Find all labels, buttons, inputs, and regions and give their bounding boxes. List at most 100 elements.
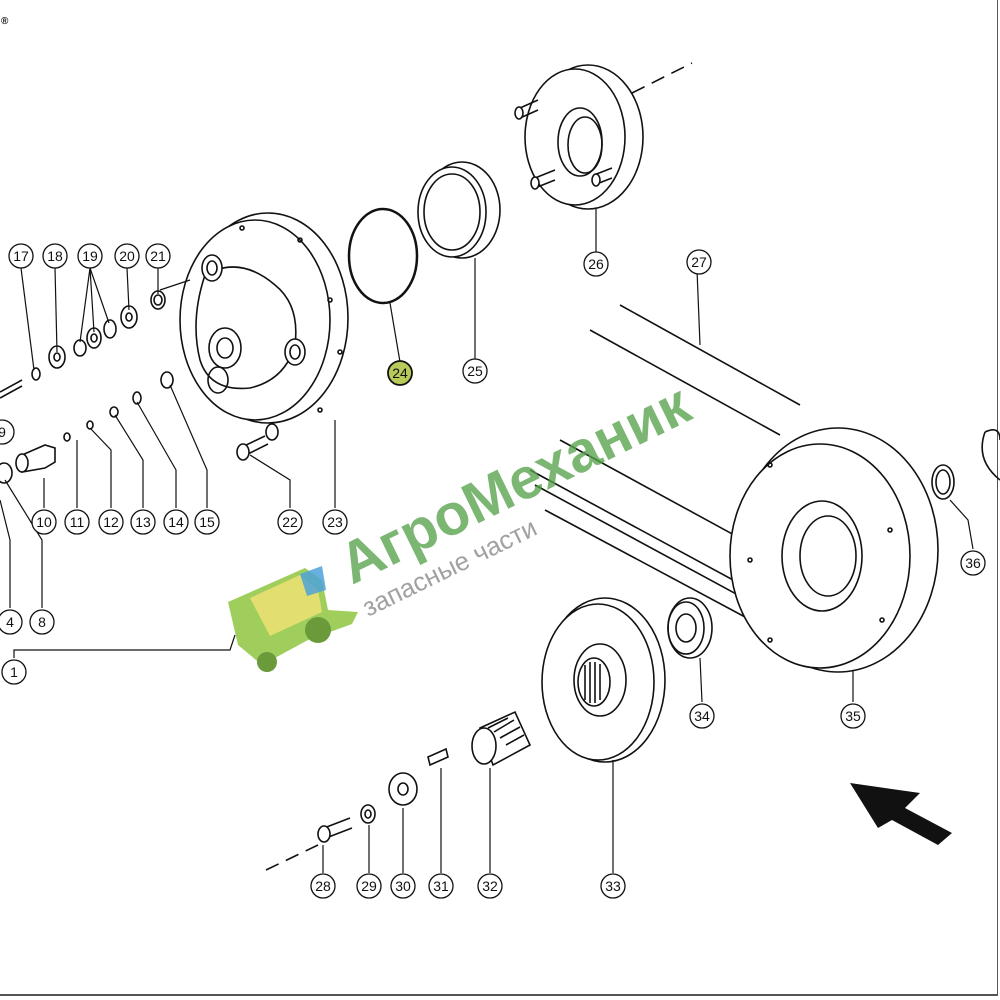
callout-number: 12 [103, 514, 119, 530]
callout-number: 20 [119, 248, 135, 264]
callout-circle [583, 251, 609, 277]
callout-number: 32 [482, 878, 498, 894]
callout-number: 17 [13, 248, 29, 264]
callout-23[interactable]: 23 [322, 509, 348, 535]
callout-circle [145, 243, 171, 269]
callout-circle [428, 873, 454, 899]
callout-number: 23 [327, 514, 343, 530]
callout-number: 22 [282, 514, 298, 530]
callout-circle [686, 249, 712, 275]
callout-circle [462, 358, 488, 384]
callout-circle [310, 873, 336, 899]
callout-31[interactable]: 31 [428, 873, 454, 899]
harvester-logo [228, 566, 358, 672]
callout-number: 10 [36, 514, 52, 530]
callout-circle [477, 873, 503, 899]
callout-number: 29 [361, 878, 377, 894]
callout-36[interactable]: 36 [960, 550, 986, 576]
callout-circle [98, 509, 124, 535]
callout-27[interactable]: 27 [686, 249, 712, 275]
callout-circle [0, 419, 15, 445]
callout-circle [64, 509, 90, 535]
callout-circle [390, 873, 416, 899]
callout-circle [29, 609, 55, 635]
callout-18[interactable]: 18 [42, 243, 68, 269]
callout-35[interactable]: 35 [840, 703, 866, 729]
part-24-o-ring [347, 207, 419, 305]
callout-circle [600, 873, 626, 899]
callout-circle [114, 243, 140, 269]
callout-30[interactable]: 30 [390, 873, 416, 899]
callout-29[interactable]: 29 [356, 873, 382, 899]
part-26-flange [514, 62, 693, 210]
callout-21[interactable]: 21 [145, 243, 171, 269]
callout-11[interactable]: 11 [64, 509, 90, 535]
callout-number: 1 [10, 664, 18, 680]
callout-26[interactable]: 26 [583, 251, 609, 277]
callout-number: 34 [694, 708, 710, 724]
callout-circle [322, 509, 348, 535]
callout-number: 35 [845, 708, 861, 724]
callout-32[interactable]: 32 [477, 873, 503, 899]
callout-12[interactable]: 12 [98, 509, 124, 535]
callout-15[interactable]: 15 [194, 509, 220, 535]
callout-number: 9 [0, 424, 6, 440]
callout-number: 27 [691, 254, 707, 270]
callout-number: 31 [433, 878, 449, 894]
callout-number: 18 [47, 248, 63, 264]
callout-8[interactable]: 8 [29, 609, 55, 635]
callout-circle [840, 703, 866, 729]
callout-number: 26 [588, 256, 604, 272]
part-35-pulley [729, 427, 939, 673]
callout-number: 14 [168, 514, 184, 530]
callout-circle [8, 243, 34, 269]
callout-4[interactable]: 4 [0, 609, 23, 635]
callout-number: 30 [395, 878, 411, 894]
callout-number: 25 [467, 363, 483, 379]
callout-number: 28 [315, 878, 331, 894]
callout-number: 13 [135, 514, 151, 530]
part-22-bolt [236, 423, 279, 461]
callout-circle [387, 360, 413, 386]
callout-circle [31, 509, 57, 535]
callout-9[interactable]: 9 [0, 419, 15, 445]
callout-13[interactable]: 13 [130, 509, 156, 535]
callout-number: 21 [150, 248, 166, 264]
callout-number: 4 [6, 614, 14, 630]
callout-circle [42, 243, 68, 269]
callout-circle [277, 509, 303, 535]
callout-circle [130, 509, 156, 535]
callout-33[interactable]: 33 [600, 873, 626, 899]
registered-mark: ® [1, 16, 9, 27]
callout-17[interactable]: 17 [8, 243, 34, 269]
callout-number: 19 [82, 248, 98, 264]
callout-1[interactable]: 1 [1, 659, 27, 685]
callout-10[interactable]: 10 [31, 509, 57, 535]
callout-14[interactable]: 14 [163, 509, 189, 535]
part-23-housing [179, 212, 349, 424]
callout-circle [960, 550, 986, 576]
part-34-bearing [667, 597, 713, 659]
callout-28[interactable]: 28 [310, 873, 336, 899]
callout-24[interactable]: 24 [387, 360, 413, 386]
part-25-ring [417, 161, 501, 259]
callout-34[interactable]: 34 [689, 703, 715, 729]
callout-number: 11 [70, 514, 85, 530]
part-33-disc [541, 597, 666, 763]
callout-number: 24 [392, 365, 408, 381]
direction-arrow [850, 783, 952, 845]
parts-28-31 [265, 747, 449, 871]
small-parts-10-15 [0, 371, 174, 484]
part-32-bushing [471, 710, 532, 767]
callout-19[interactable]: 19 [77, 243, 103, 269]
callout-22[interactable]: 22 [277, 509, 303, 535]
callout-25[interactable]: 25 [462, 358, 488, 384]
callout-circle [689, 703, 715, 729]
small-parts-17-21 [0, 290, 166, 399]
callout-circle [77, 243, 103, 269]
callout-20[interactable]: 20 [114, 243, 140, 269]
callout-circle [163, 509, 189, 535]
